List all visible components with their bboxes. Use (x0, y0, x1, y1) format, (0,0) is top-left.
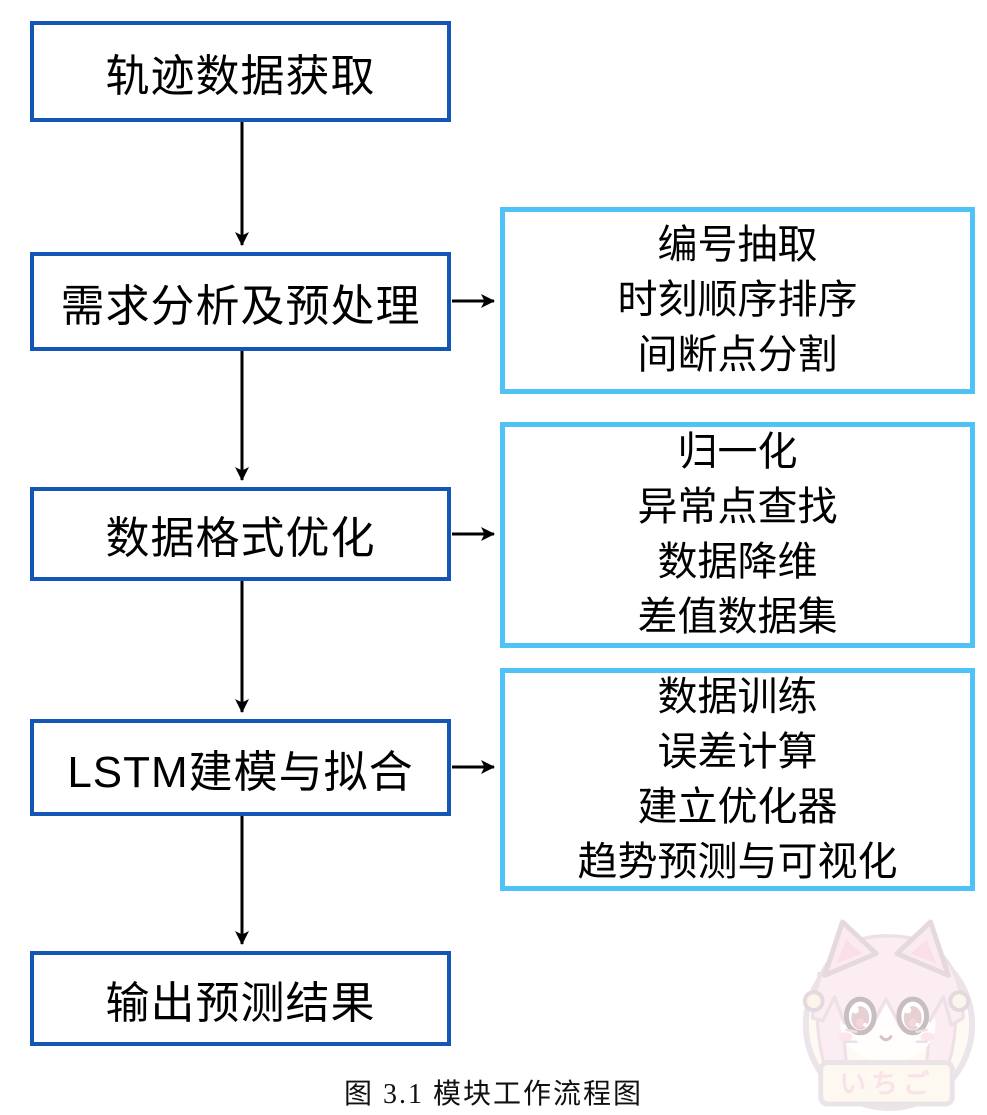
detail-box-1: 编号抽取 时刻顺序排序 间断点分割 (500, 207, 975, 394)
hair-bead-left (802, 990, 825, 1013)
detail-line: 时刻顺序排序 (617, 278, 858, 322)
flow-step-3: 数据格式优化 (30, 487, 451, 581)
flow-step-label: 输出预测结果 (105, 978, 376, 1028)
detail-line: 数据降维 (657, 540, 818, 584)
detail-box-2: 归一化 异常点查找 数据降维 差值数据集 (500, 422, 975, 648)
watermark-text: いちご (839, 1068, 934, 1100)
sticker-banner (818, 1060, 955, 1107)
flow-step-4: LSTM建模与拟合 (30, 719, 451, 816)
flow-step-5: 输出预测结果 (30, 951, 451, 1046)
detail-line: 建立优化器 (637, 784, 838, 829)
detail-line: 编号抽取 (657, 223, 818, 267)
hair-bangs (811, 934, 965, 1027)
eye-left (843, 996, 877, 1036)
whiskers (845, 1028, 928, 1043)
eye-right (896, 996, 930, 1036)
blush-right (920, 1032, 935, 1042)
flow-step-label: 需求分析及预处理 (60, 281, 421, 331)
flow-step-label: 轨迹数据获取 (105, 51, 376, 101)
cat-ear-right-icon (894, 919, 951, 978)
detail-line: 间断点分割 (637, 333, 838, 377)
mouth (879, 1035, 893, 1042)
cat-ear-right-inner (910, 939, 937, 964)
flow-step-1: 轨迹数据获取 (30, 21, 451, 122)
detail-line: 趋势预测与可视化 (577, 839, 898, 884)
figure-caption: 图 3.1 模块工作流程图 (343, 1079, 643, 1110)
blush-left (838, 1032, 853, 1042)
detail-line: 差值数据集 (637, 595, 838, 639)
detail-line: 归一化 (677, 430, 798, 474)
detail-line: 误差计算 (657, 729, 818, 774)
detail-box-3: 数据训练 误差计算 建立优化器 趋势预测与可视化 (500, 668, 975, 891)
flow-step-2: 需求分析及预处理 (30, 252, 451, 351)
cat-ear-left-inner (836, 939, 863, 964)
flow-step-label: 数据格式优化 (105, 514, 376, 563)
hair-lock-left (815, 969, 848, 1071)
detail-line: 数据训练 (657, 674, 818, 719)
sticker-circle (802, 938, 976, 1111)
cat-ear-left-icon (822, 919, 879, 978)
cat-girl-face (840, 987, 936, 1063)
detail-line: 异常点查找 (637, 485, 838, 529)
hair-lock-right (925, 969, 958, 1071)
watermark-sticker: いちご (802, 919, 976, 1111)
hair-bead-right (948, 990, 971, 1013)
flow-step-label: LSTM建模与拟合 (67, 747, 414, 797)
